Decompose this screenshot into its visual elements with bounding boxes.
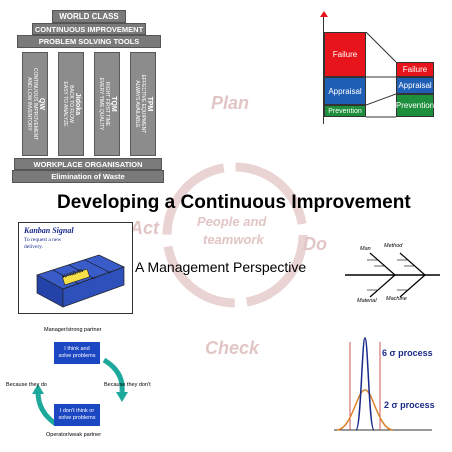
fishbone-diagram (345, 252, 440, 298)
temple-pillar-2: Jidoka BACK TO FLOW EASY TO ANALYZE (58, 52, 84, 156)
pillar-1-text1: CONTINUOUS IMPROVEMENT (32, 67, 38, 141)
pillar-1-text2: AND LOW INVENTORY (26, 77, 32, 131)
temple-pillar-4: TPM EFFECTIVE EQUIPMENT ALWAYS AVAILABLE (130, 52, 156, 156)
pillar-2-text1: BACK TO FLOW (68, 85, 74, 123)
cost-right-prevention: Prevention (396, 94, 434, 117)
fishbone-label-material: Material (357, 298, 377, 304)
cycle-label-check: Check (205, 338, 260, 358)
sigma-6-curve (355, 337, 375, 431)
partner-right-label: Because they don't (104, 382, 151, 388)
temple-base-2: Elimination of Waste (12, 170, 164, 183)
cycle-label-do: Do (303, 234, 327, 254)
cost-left-failure: Failure (324, 32, 366, 77)
pillar-2-text2: EASY TO ANALYZE (62, 81, 68, 127)
temple-roof-line3: PROBLEM SOLVING TOOLS (17, 35, 161, 48)
temple-diagram: WORLD CLASS CONTINUOUS IMPROVEMENT PROBL… (12, 10, 164, 184)
cycle-label-plan: Plan (211, 93, 250, 113)
partner-box-top: I think and solve problems (54, 342, 100, 364)
kanban-panel: Kanban Signal To request a new delivery.… (18, 222, 133, 314)
partner-arrows (32, 357, 128, 427)
sigma-6-label: 6 σ process (382, 348, 433, 358)
subtitle: A Management Perspective (135, 259, 307, 275)
temple-base-1: WORKPLACE ORGANISATION (14, 158, 162, 170)
cost-axis-arrow (320, 11, 328, 17)
cost-of-quality-chart: Failure Appraisal Prevention Failure App… (317, 11, 435, 124)
cost-right-appraisal: Appraisal (396, 77, 434, 94)
cost-right-failure: Failure (396, 62, 434, 77)
kanban-text-2: delivery. (24, 244, 44, 250)
pdca-cycle (162, 162, 308, 308)
kanban-bins-illustration (36, 254, 125, 308)
temple-pillar-3: TQM RIGHT FIRST TIME EVERY TIME QUALITY (94, 52, 120, 156)
partner-top-label: Manager/strong partner (44, 327, 102, 333)
pillar-1-title: QW (38, 97, 45, 111)
pillar-2-title: Jidoka (74, 92, 81, 116)
pillar-4-text1: EFFECTIVE EQUIPMENT (140, 74, 146, 134)
partner-box-bottom: I don't think or solve problems (54, 404, 100, 426)
main-title: Developing a Continuous Improvement (57, 192, 411, 213)
partner-box-top-line2: solve problems (58, 353, 96, 359)
temple-roof-title: WORLD CLASS (52, 10, 126, 23)
partner-box-bottom-line2: solve problems (58, 415, 96, 421)
fishbone-label-machine: Machine (386, 296, 407, 302)
fishbone-label-method: Method (384, 243, 403, 249)
partner-box-bottom-line1: I don't think or (59, 408, 95, 414)
cycle-center-line2: teamwork (203, 232, 264, 247)
sigma-2-label: 2 σ process (384, 400, 435, 410)
partner-cycle: Manager/strong partner I think and solve… (6, 322, 156, 446)
pillar-4-text2: ALWAYS AVAILABLE (134, 80, 140, 128)
cycle-ring (162, 162, 308, 308)
pillar-3-text2: EVERY TIME QUALITY (98, 77, 104, 131)
pillar-3-text1: RIGHT FIRST TIME (104, 81, 110, 127)
cost-connectors (366, 32, 396, 118)
pillar-3-title: TQM (110, 96, 117, 112)
temple-roof-line2: CONTINUOUS IMPROVEMENT (32, 23, 146, 35)
cost-left-prevention: Prevention (324, 105, 366, 117)
cost-axis-vertical (323, 14, 324, 124)
kanban-text-1: To request a new (24, 237, 62, 243)
partner-left-label: Because they do (6, 382, 47, 388)
cycle-center-line1: People and (197, 214, 267, 229)
temple-pillar-1: QW CONTINUOUS IMPROVEMENT AND LOW INVENT… (22, 52, 48, 156)
partner-bottom-label: Operator/weak partner (46, 432, 102, 438)
sigma-curves (334, 337, 432, 431)
cost-left-appraisal: Appraisal (324, 77, 366, 105)
partner-box-top-line1: I think and (64, 346, 90, 352)
fishbone-label-man: Man (360, 246, 371, 252)
kanban-title: Kanban Signal (24, 226, 74, 235)
cycle-label-act: Act (130, 218, 160, 238)
sigma-2-curve (336, 389, 394, 431)
